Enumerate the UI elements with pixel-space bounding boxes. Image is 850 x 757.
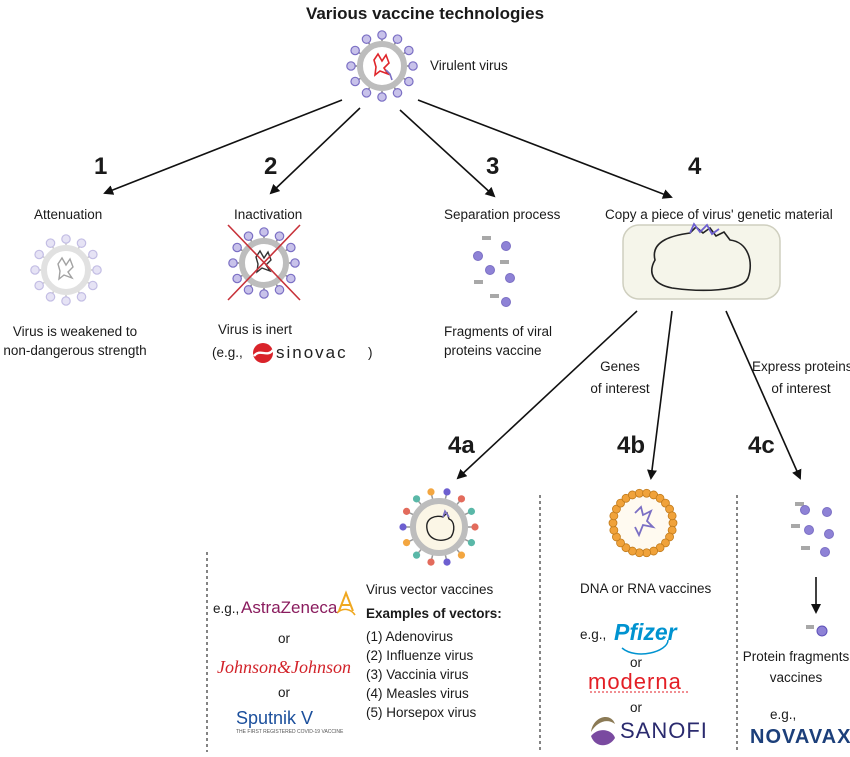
sputnik-subtitle: THE FIRST REGISTERED COVID-19 VACCINE	[236, 729, 344, 735]
virulent-virus-label: Virulent virus	[430, 58, 508, 73]
rna-nanoparticle-icon	[608, 488, 678, 558]
arrow-to-copy	[417, 99, 673, 199]
arrow-to-attenuation	[103, 99, 343, 195]
arrow-to-inactivation	[269, 107, 361, 195]
sinovac-brand: sinovac	[276, 343, 348, 362]
vector-example: (1) Adenovirus	[366, 629, 454, 644]
4a-or-1: or	[278, 631, 291, 646]
virus-vector-label: Virus vector vaccines	[366, 582, 494, 597]
astrazeneca-brand: AstraZeneca	[241, 598, 338, 617]
inactivation-label: Inactivation	[234, 207, 303, 222]
protein-fragments-icon	[473, 236, 515, 307]
cross-out-icon	[227, 224, 301, 301]
vector-example: (5) Horsepox virus	[366, 705, 477, 720]
dna-rna-label: DNA or RNA vaccines	[580, 581, 712, 596]
vector-examples-title: Examples of vectors:	[366, 606, 502, 621]
viral-vector-icon	[399, 488, 479, 566]
pfizer-swoosh-icon	[621, 639, 669, 655]
4a-or-2: or	[278, 685, 291, 700]
branch-4a-number: 4a	[448, 432, 475, 459]
genetic-material-cell-icon	[622, 222, 781, 300]
branch-4b-number: 4b	[617, 432, 646, 459]
branch-4c-number: 4c	[748, 432, 775, 459]
sanofi-logo-icon	[591, 717, 615, 746]
4b-or-2: or	[630, 700, 643, 715]
pfizer-brand: Pfizer	[614, 619, 677, 645]
copy-genetic-label: Copy a piece of virus' genetic material	[605, 207, 833, 222]
arrow-to-4a	[456, 310, 638, 480]
diagram-title: Various vaccine technologies	[305, 4, 545, 23]
4c-eg: e.g.,	[770, 707, 797, 722]
single-protein-icon	[806, 625, 828, 637]
inactivation-description: Virus is inert	[218, 322, 293, 337]
branch-4-number: 4	[688, 153, 702, 180]
attenuation-label: Attenuation	[34, 207, 103, 222]
inactivated-virus-icon	[228, 227, 300, 299]
sputnik-brand: Sputnik V	[236, 708, 314, 728]
4b-eg: e.g.,	[580, 627, 607, 642]
sinovac-logo-icon	[253, 343, 274, 363]
arrow-to-separation	[399, 109, 496, 198]
branch-2-number: 2	[264, 153, 278, 180]
inactivation-eg-close: )	[368, 345, 373, 360]
4b-or-1: or	[630, 655, 643, 670]
vector-example: (2) Influenze virus	[366, 648, 474, 663]
protein-fragments-4c-icon	[791, 502, 834, 557]
sanofi-brand: SANOFI	[620, 718, 708, 743]
vector-example: (3) Vaccinia virus	[366, 667, 469, 682]
novavax-brand: NOVAVAX	[750, 726, 850, 748]
vector-examples-list: (1) Adenovirus (2) Influenze virus (3) V…	[366, 627, 476, 722]
virulent-virus-icon	[346, 30, 418, 102]
jnj-brand: Johnson&Johnson	[217, 657, 351, 677]
arrow-to-4c	[725, 310, 802, 480]
4a-eg: e.g.,	[213, 601, 240, 616]
separation-label: Separation process	[444, 207, 561, 222]
arrow-to-4b	[647, 310, 673, 480]
vector-example: (4) Measles virus	[366, 686, 469, 701]
attenuated-virus-icon	[30, 234, 102, 306]
inactivation-eg: (e.g.,	[212, 345, 243, 360]
moderna-brand: moderna	[588, 669, 682, 694]
branch-3-number: 3	[486, 153, 500, 180]
branch-1-number: 1	[94, 153, 108, 180]
astrazeneca-logo-icon	[336, 590, 356, 616]
